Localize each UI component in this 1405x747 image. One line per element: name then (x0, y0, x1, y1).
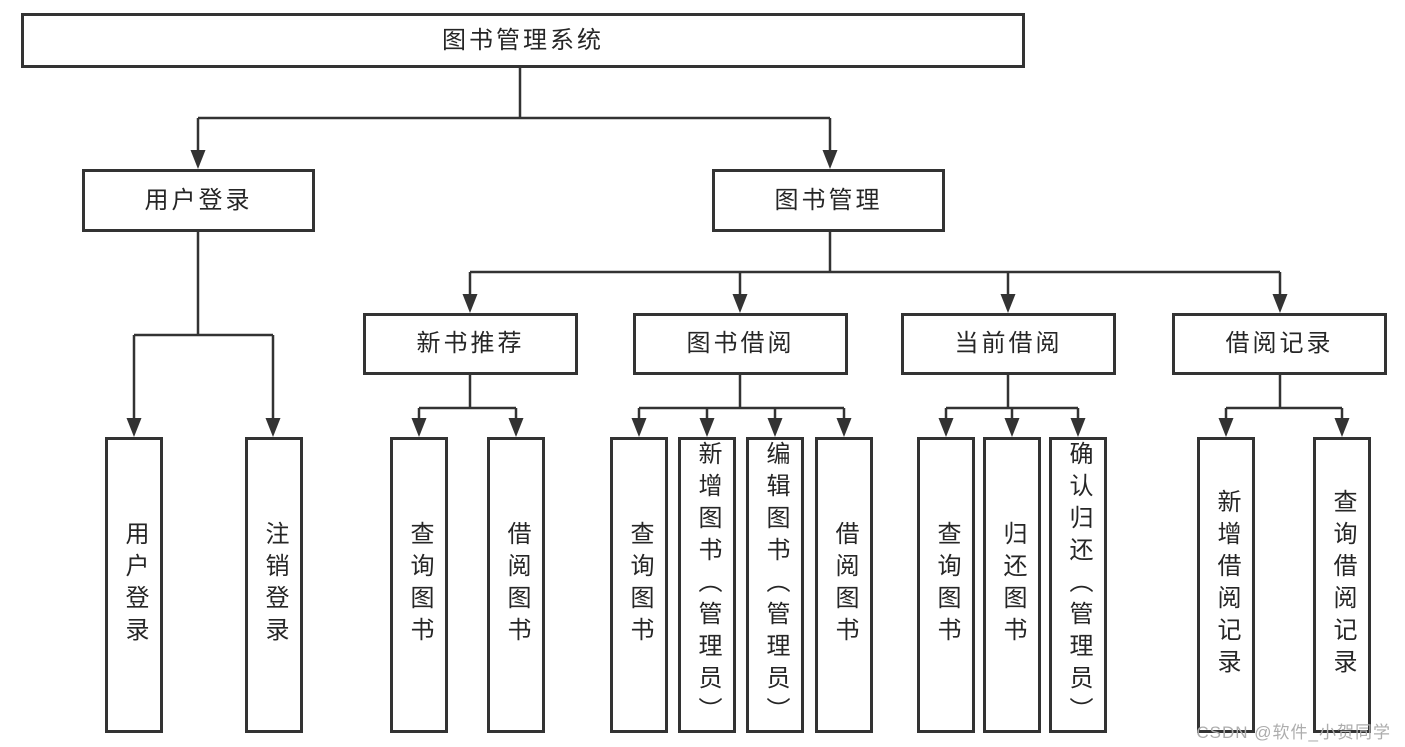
leaf-borrow-borrow-books-label: 借阅图书 (831, 521, 858, 649)
leaf-recommend-query-books-label: 查询图书 (406, 521, 433, 649)
leaf-logout: 注销登录 (245, 437, 303, 733)
node-current-borrow: 当前借阅 (901, 313, 1116, 375)
node-new-book-recommend-label: 新书推荐 (416, 330, 525, 357)
node-new-book-recommend: 新书推荐 (363, 313, 578, 375)
leaf-borrow-query-books: 查询图书 (610, 437, 668, 733)
leaf-records-query-record: 查询借阅记录 (1313, 437, 1371, 733)
leaf-current-query-books-label: 查询图书 (933, 521, 960, 649)
leaf-borrow-borrow-books: 借阅图书 (815, 437, 873, 733)
leaf-current-confirm-return-label: 确认归还（管理员） (1065, 441, 1092, 729)
leaf-current-return-books: 归还图书 (983, 437, 1041, 733)
leaf-borrow-edit-books-label: 编辑图书（管理员） (762, 441, 789, 729)
node-book-management: 图书管理 (712, 169, 945, 232)
leaf-recommend-borrow-books: 借阅图书 (487, 437, 545, 733)
node-current-borrow-label: 当前借阅 (954, 330, 1063, 357)
leaf-borrow-edit-books: 编辑图书（管理员） (746, 437, 804, 733)
node-borrow-records: 借阅记录 (1172, 313, 1387, 375)
node-root-label: 图书管理系统 (442, 26, 604, 54)
leaf-borrow-query-books-label: 查询图书 (626, 521, 653, 649)
node-root: 图书管理系统 (21, 13, 1025, 68)
node-user-login: 用户登录 (82, 169, 315, 232)
leaf-logout-label: 注销登录 (261, 521, 288, 649)
node-book-borrow-label: 图书借阅 (686, 330, 795, 357)
node-borrow-records-label: 借阅记录 (1225, 330, 1334, 357)
node-user-login-label: 用户登录 (144, 186, 253, 214)
leaf-borrow-add-books-label: 新增图书（管理员） (694, 441, 721, 729)
leaf-current-return-books-label: 归还图书 (999, 521, 1026, 649)
leaf-recommend-borrow-books-label: 借阅图书 (503, 521, 530, 649)
node-book-management-label: 图书管理 (774, 186, 883, 214)
arrowheads (126, 150, 1350, 437)
leaf-records-add-record: 新增借阅记录 (1197, 437, 1255, 733)
leaf-user-login-label: 用户登录 (121, 521, 148, 649)
leaf-user-login: 用户登录 (105, 437, 163, 733)
leaf-borrow-add-books: 新增图书（管理员） (678, 437, 736, 733)
leaf-records-query-record-label: 查询借阅记录 (1329, 489, 1356, 681)
leaf-records-add-record-label: 新增借阅记录 (1213, 489, 1240, 681)
leaf-current-query-books: 查询图书 (917, 437, 975, 733)
csdn-watermark: CSDN @软件_小贺同学 (1196, 723, 1391, 742)
node-book-borrow: 图书借阅 (633, 313, 848, 375)
leaf-recommend-query-books: 查询图书 (390, 437, 448, 733)
leaf-current-confirm-return: 确认归还（管理员） (1049, 437, 1107, 733)
